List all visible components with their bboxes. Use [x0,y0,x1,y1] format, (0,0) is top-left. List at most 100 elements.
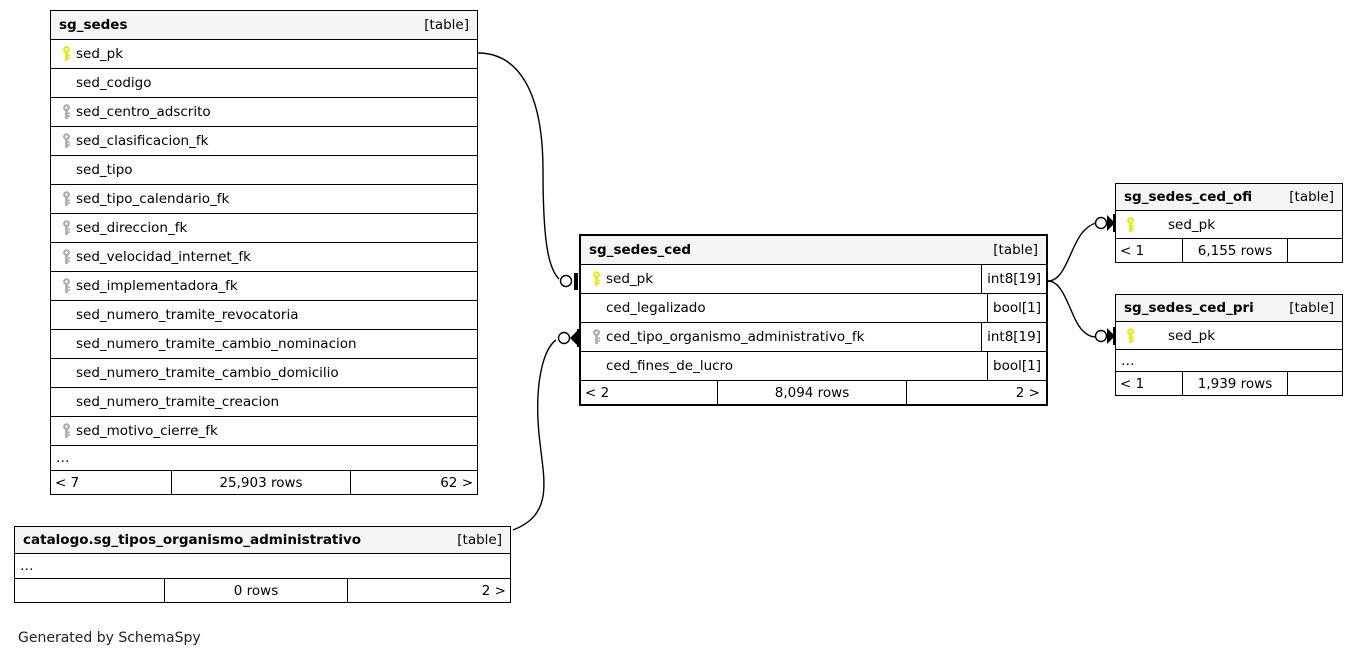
footer-incoming-count[interactable]: < 1 [1120,375,1145,392]
foreign-key-icon [57,220,76,236]
table-footer: < 7 25,903 rows 62 > [51,471,477,494]
edge-marker-circle-1 [559,274,573,288]
column-name: sed_numero_tramite_cambio_nominacion [76,336,357,352]
foreign-key-icon [57,104,76,120]
footer-outgoing-count[interactable] [1288,239,1342,262]
column-main: sed_numero_tramite_revocatoria [51,301,477,329]
edge-marker-circle-3 [1094,216,1108,230]
table-footer: < 1 6,155 rows [1116,239,1342,262]
column-row-sed-numero-tramite-cambio-nominacion[interactable]: sed_numero_tramite_cambio_nominacion [51,330,477,359]
footer-outgoing-count[interactable]: 2 > [1015,384,1040,401]
column-main: ced_fines_de_lucro [581,352,987,380]
column-row-sed-implementadora-fk[interactable]: sed_implementadora_fk [51,272,477,301]
edge-marker-circle-4 [1094,329,1108,343]
footer-outgoing-count[interactable]: 2 > [481,582,506,599]
primary-key-icon [587,271,606,287]
table-sg-sedes-ced[interactable]: sg_sedes_ced [table] sed_pk int8[19] ced… [579,234,1048,406]
column-name: sed_tipo [76,162,133,178]
column-row-sed-numero-tramite-cambio-domicilio[interactable]: sed_numero_tramite_cambio_domicilio [51,359,477,388]
footer-outgoing-count[interactable] [1288,372,1342,395]
column-main: sed_motivo_cierre_fk [51,417,477,445]
column-row-sed-numero-tramite-creacion[interactable]: sed_numero_tramite_creacion [51,388,477,417]
table-type-tag: [table] [993,242,1038,258]
column-name: sed_pk [76,46,124,62]
column-row-sed-tipo-calendario-fk[interactable]: sed_tipo_calendario_fk [51,185,477,214]
column-main: sed_numero_tramite_creacion [51,388,477,416]
table-title: catalogo.sg_tipos_organismo_administrati… [23,532,362,548]
edge-catalogo-to-sg-sedes-ced [512,339,557,531]
column-main: sed_implementadora_fk [51,272,477,300]
column-row-sed-pk[interactable]: sed_pk [1116,322,1342,350]
column-row-sed-centro-adscrito[interactable]: sed_centro_adscrito [51,98,477,127]
column-row-sed-codigo[interactable]: sed_codigo [51,69,477,98]
column-main: sed_pk [581,265,981,293]
table-title: sg_sedes_ced_ofi [1124,189,1253,205]
table-title: sg_sedes_ced [589,242,692,258]
table-type-tag: [table] [457,532,502,548]
column-type: int8[19] [981,265,1046,293]
column-row-sed-motivo-cierre-fk[interactable]: sed_motivo_cierre_fk [51,417,477,446]
table-sg-sedes[interactable]: sg_sedes [table] sed_pk sed_codigo [50,10,478,495]
column-row-sed-tipo[interactable]: sed_tipo [51,156,477,185]
foreign-key-icon [57,423,76,439]
footer-incoming-count[interactable]: < 2 [585,384,610,401]
column-row-sed-clasificacion-fk[interactable]: sed_clasificacion_fk [51,127,477,156]
foreign-key-icon [57,191,76,207]
column-main: ced_legalizado [581,294,987,322]
column-row-sed-pk[interactable]: sed_pk int8[19] [581,265,1046,294]
column-main: ced_tipo_organismo_administrativo_fk [581,323,981,351]
column-main: sed_numero_tramite_cambio_domicilio [51,359,477,387]
column-row-sed-direccion-fk[interactable]: sed_direccion_fk [51,214,477,243]
column-row-ced-legalizado[interactable]: ced_legalizado bool[1] [581,294,1046,323]
foreign-key-icon [57,133,76,149]
column-type: int8[19] [981,323,1046,351]
column-name: sed_pk [1168,327,1216,344]
column-row-sed-pk[interactable]: sed_pk [1116,211,1342,239]
primary-key-icon [1122,216,1168,233]
column-row-sed-velocidad-internet-fk[interactable]: sed_velocidad_internet_fk [51,243,477,272]
primary-key-icon [1122,327,1168,344]
more-columns-ellipsis: … [1116,350,1342,372]
edge-marker-crowfoot-3 [1107,215,1115,231]
foreign-key-icon [57,249,76,265]
table-sg-sedes-ced-pri[interactable]: sg_sedes_ced_pri [table] sed_pk … < 1 1,… [1115,294,1343,396]
table-type-tag: [table] [1289,189,1334,205]
table-footer: 0 rows 2 > [15,579,510,602]
table-sg-sedes-ced-ofi[interactable]: sg_sedes_ced_ofi [table] sed_pk < 1 6,15… [1115,183,1343,263]
table-header: sg_sedes_ced_ofi [table] [1116,184,1342,211]
table-header: sg_sedes [table] [51,11,477,40]
table-footer: < 2 8,094 rows 2 > [581,381,1046,404]
table-title: sg_sedes [59,17,128,33]
column-name: sed_centro_adscrito [76,104,211,120]
footer-row-count: 6,155 rows [1182,239,1288,262]
more-columns-ellipsis: … [15,554,510,579]
column-row-sed-numero-tramite-revocatoria[interactable]: sed_numero_tramite_revocatoria [51,301,477,330]
column-main: sed_tipo [51,156,477,184]
footer-incoming-count[interactable]: < 1 [1120,242,1145,259]
column-row-ced-tipo-organismo-administrativo-fk[interactable]: ced_tipo_organismo_administrativo_fk int… [581,323,1046,352]
table-footer: < 1 1,939 rows [1116,372,1342,395]
table-header: sg_sedes_ced_pri [table] [1116,295,1342,322]
footer-outgoing-count[interactable]: 62 > [440,474,473,491]
table-header: catalogo.sg_tipos_organismo_administrati… [15,527,510,554]
foreign-key-icon [57,278,76,294]
edge-marker-bar-1 [574,273,578,290]
column-name: sed_codigo [76,75,152,91]
footer-row-count: 0 rows [164,579,348,602]
column-row-ced-fines-de-lucro[interactable]: ced_fines_de_lucro bool[1] [581,352,1046,381]
column-name: ced_tipo_organismo_administrativo_fk [606,329,865,345]
column-main: sed_pk [1116,211,1342,238]
column-row-sed-pk[interactable]: sed_pk [51,40,477,69]
footer-incoming-count[interactable]: < 7 [55,474,80,491]
foreign-key-icon [587,329,606,345]
footer-incoming-count[interactable] [15,579,164,602]
edge-marker-crowfoot-2 [570,330,578,346]
column-name: ced_fines_de_lucro [606,358,734,374]
column-name: ced_legalizado [606,300,706,316]
table-catalogo-sg-tipos-organismo-administrativo[interactable]: catalogo.sg_tipos_organismo_administrati… [14,526,511,603]
column-main: sed_centro_adscrito [51,98,477,126]
primary-key-icon [57,46,76,62]
table-title: sg_sedes_ced_pri [1124,300,1254,316]
table-type-tag: [table] [424,17,469,33]
